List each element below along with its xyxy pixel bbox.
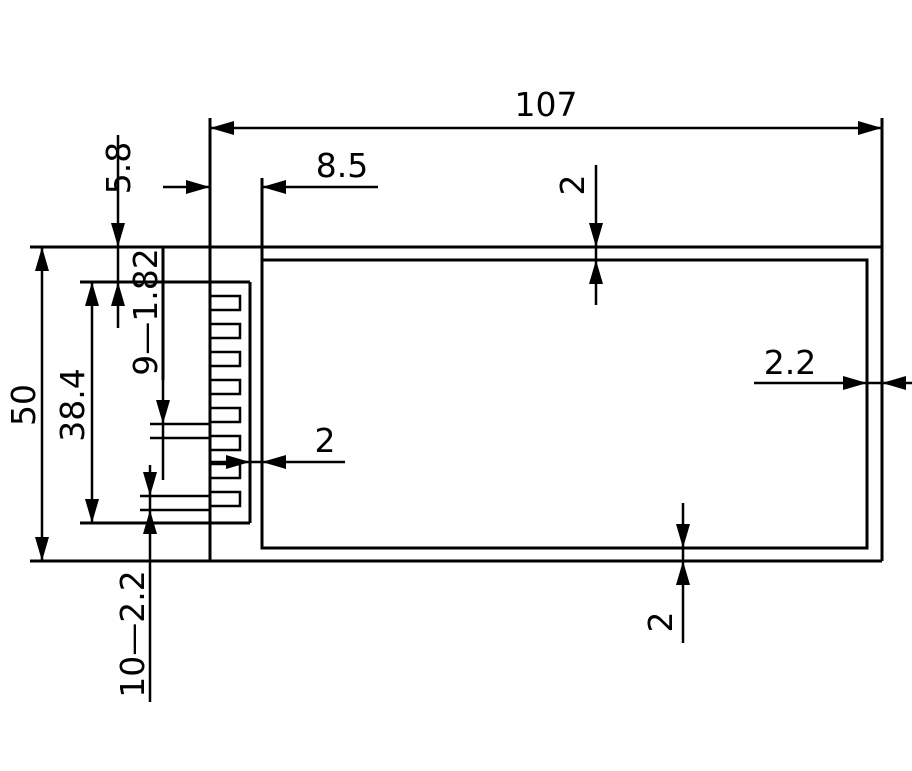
dim-pin-gap: 2 (210, 421, 345, 469)
label-total-height: 50 (4, 384, 43, 426)
label-offset-width: 8.5 (316, 146, 368, 185)
dim-total-height: 50 (4, 247, 49, 561)
label-pin-lower-pitch: 10—2.2 (113, 570, 152, 697)
board-outline (30, 118, 884, 563)
label-pin-upper-pitch: 9—1.82 (126, 248, 165, 375)
label-bottom-margin: 2 (641, 612, 680, 633)
dim-pin-span: 38.4 (53, 282, 99, 523)
dim-top-margin: 2 (553, 165, 603, 305)
label-right-margin: 2.2 (764, 343, 816, 382)
label-pin-span: 38.4 (53, 368, 92, 441)
label-pin-offset: 5.8 (99, 142, 138, 194)
dim-pin-upper-pitch: 9—1.82 (126, 248, 170, 480)
dim-pin-offset: 5.8 (99, 135, 138, 328)
pin-pattern (80, 280, 252, 525)
dim-offset-width: 8.5 (163, 146, 378, 194)
dim-bottom-margin: 2 (641, 503, 690, 643)
label-pin-gap: 2 (315, 421, 336, 460)
label-top-margin: 2 (553, 175, 592, 196)
label-total-length: 107 (515, 85, 578, 124)
dim-pin-lower-pitch: 10—2.2 (113, 465, 157, 702)
dim-total-length: 107 (210, 85, 882, 135)
inner-area (260, 258, 869, 550)
dim-right-margin: 2.2 (754, 343, 912, 390)
